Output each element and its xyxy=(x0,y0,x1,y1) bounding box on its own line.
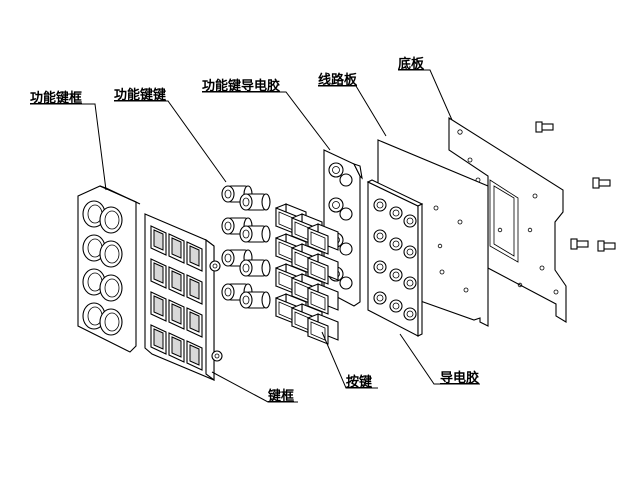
function-key-cap xyxy=(239,193,271,211)
screws xyxy=(535,121,616,252)
key-cap xyxy=(307,283,339,315)
function-key-cap xyxy=(221,249,253,267)
key-cap xyxy=(275,233,307,265)
key-cap xyxy=(307,253,339,285)
leader-lines xyxy=(30,69,480,403)
function-keys xyxy=(221,185,271,309)
labels: 功能键框 功能键键 功能键导电胶 线路板 底板 键框 按键 导电胶 xyxy=(30,56,479,404)
base-plate xyxy=(448,117,567,323)
key-cap xyxy=(307,313,339,345)
label-function-key: 功能键键 xyxy=(114,87,166,103)
function-key-cap xyxy=(239,291,271,309)
key-frame xyxy=(144,213,223,382)
function-key-frame xyxy=(77,185,141,353)
label-conductive-rubber: 导电胶 xyxy=(440,370,479,386)
keys xyxy=(275,203,339,345)
label-base-plate: 底板 xyxy=(398,56,425,72)
label-function-key-frame: 功能键框 xyxy=(30,90,82,106)
function-key-conductive-rubber xyxy=(323,149,363,307)
function-key-cap xyxy=(239,259,271,277)
label-key-frame: 键框 xyxy=(267,388,294,404)
function-key-cap xyxy=(239,225,271,243)
label-keys: 按键 xyxy=(346,374,372,390)
key-cap xyxy=(307,223,339,255)
label-function-key-conductive: 功能键导电胶 xyxy=(202,78,280,94)
conductive-rubber-sheet xyxy=(366,179,424,337)
label-circuit-board: 线路板 xyxy=(318,72,358,88)
